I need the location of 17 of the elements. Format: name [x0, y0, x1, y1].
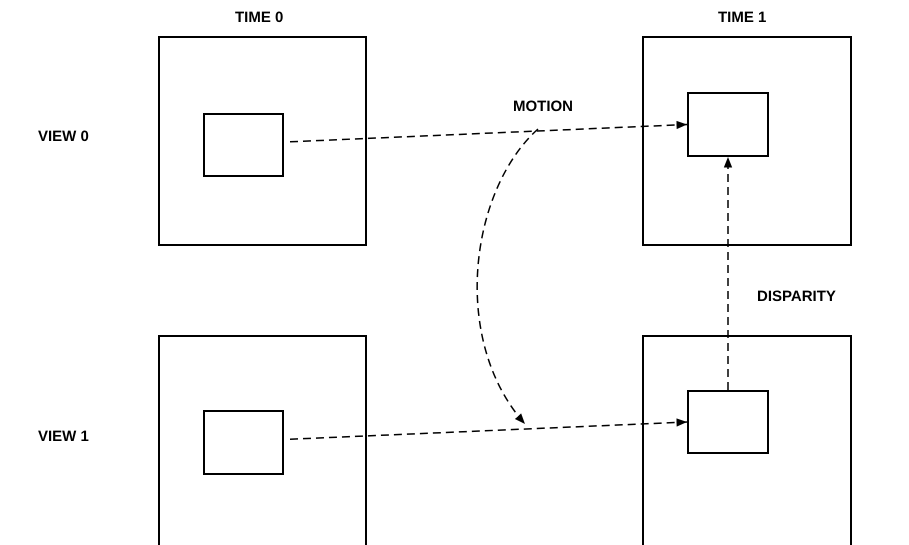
dashed-arrow: [290, 120, 688, 143]
frame-box: [642, 36, 852, 246]
text-label: DISPARITY: [757, 288, 836, 305]
block-box: [687, 92, 769, 157]
text-label: TIME 0: [235, 9, 284, 26]
frame-box: [642, 335, 852, 545]
dashed-arrow: [290, 418, 688, 440]
frame-box: [158, 36, 367, 246]
text-label: VIEW 1: [38, 428, 89, 445]
text-label: VIEW 0: [38, 128, 89, 145]
block-box: [203, 113, 284, 177]
text-label: MOTION: [513, 98, 573, 115]
block-box: [203, 410, 284, 475]
dashed-arrow: [724, 157, 732, 390]
block-box: [687, 390, 769, 454]
text-label: TIME 1: [718, 9, 766, 26]
frame-box: [158, 335, 367, 545]
